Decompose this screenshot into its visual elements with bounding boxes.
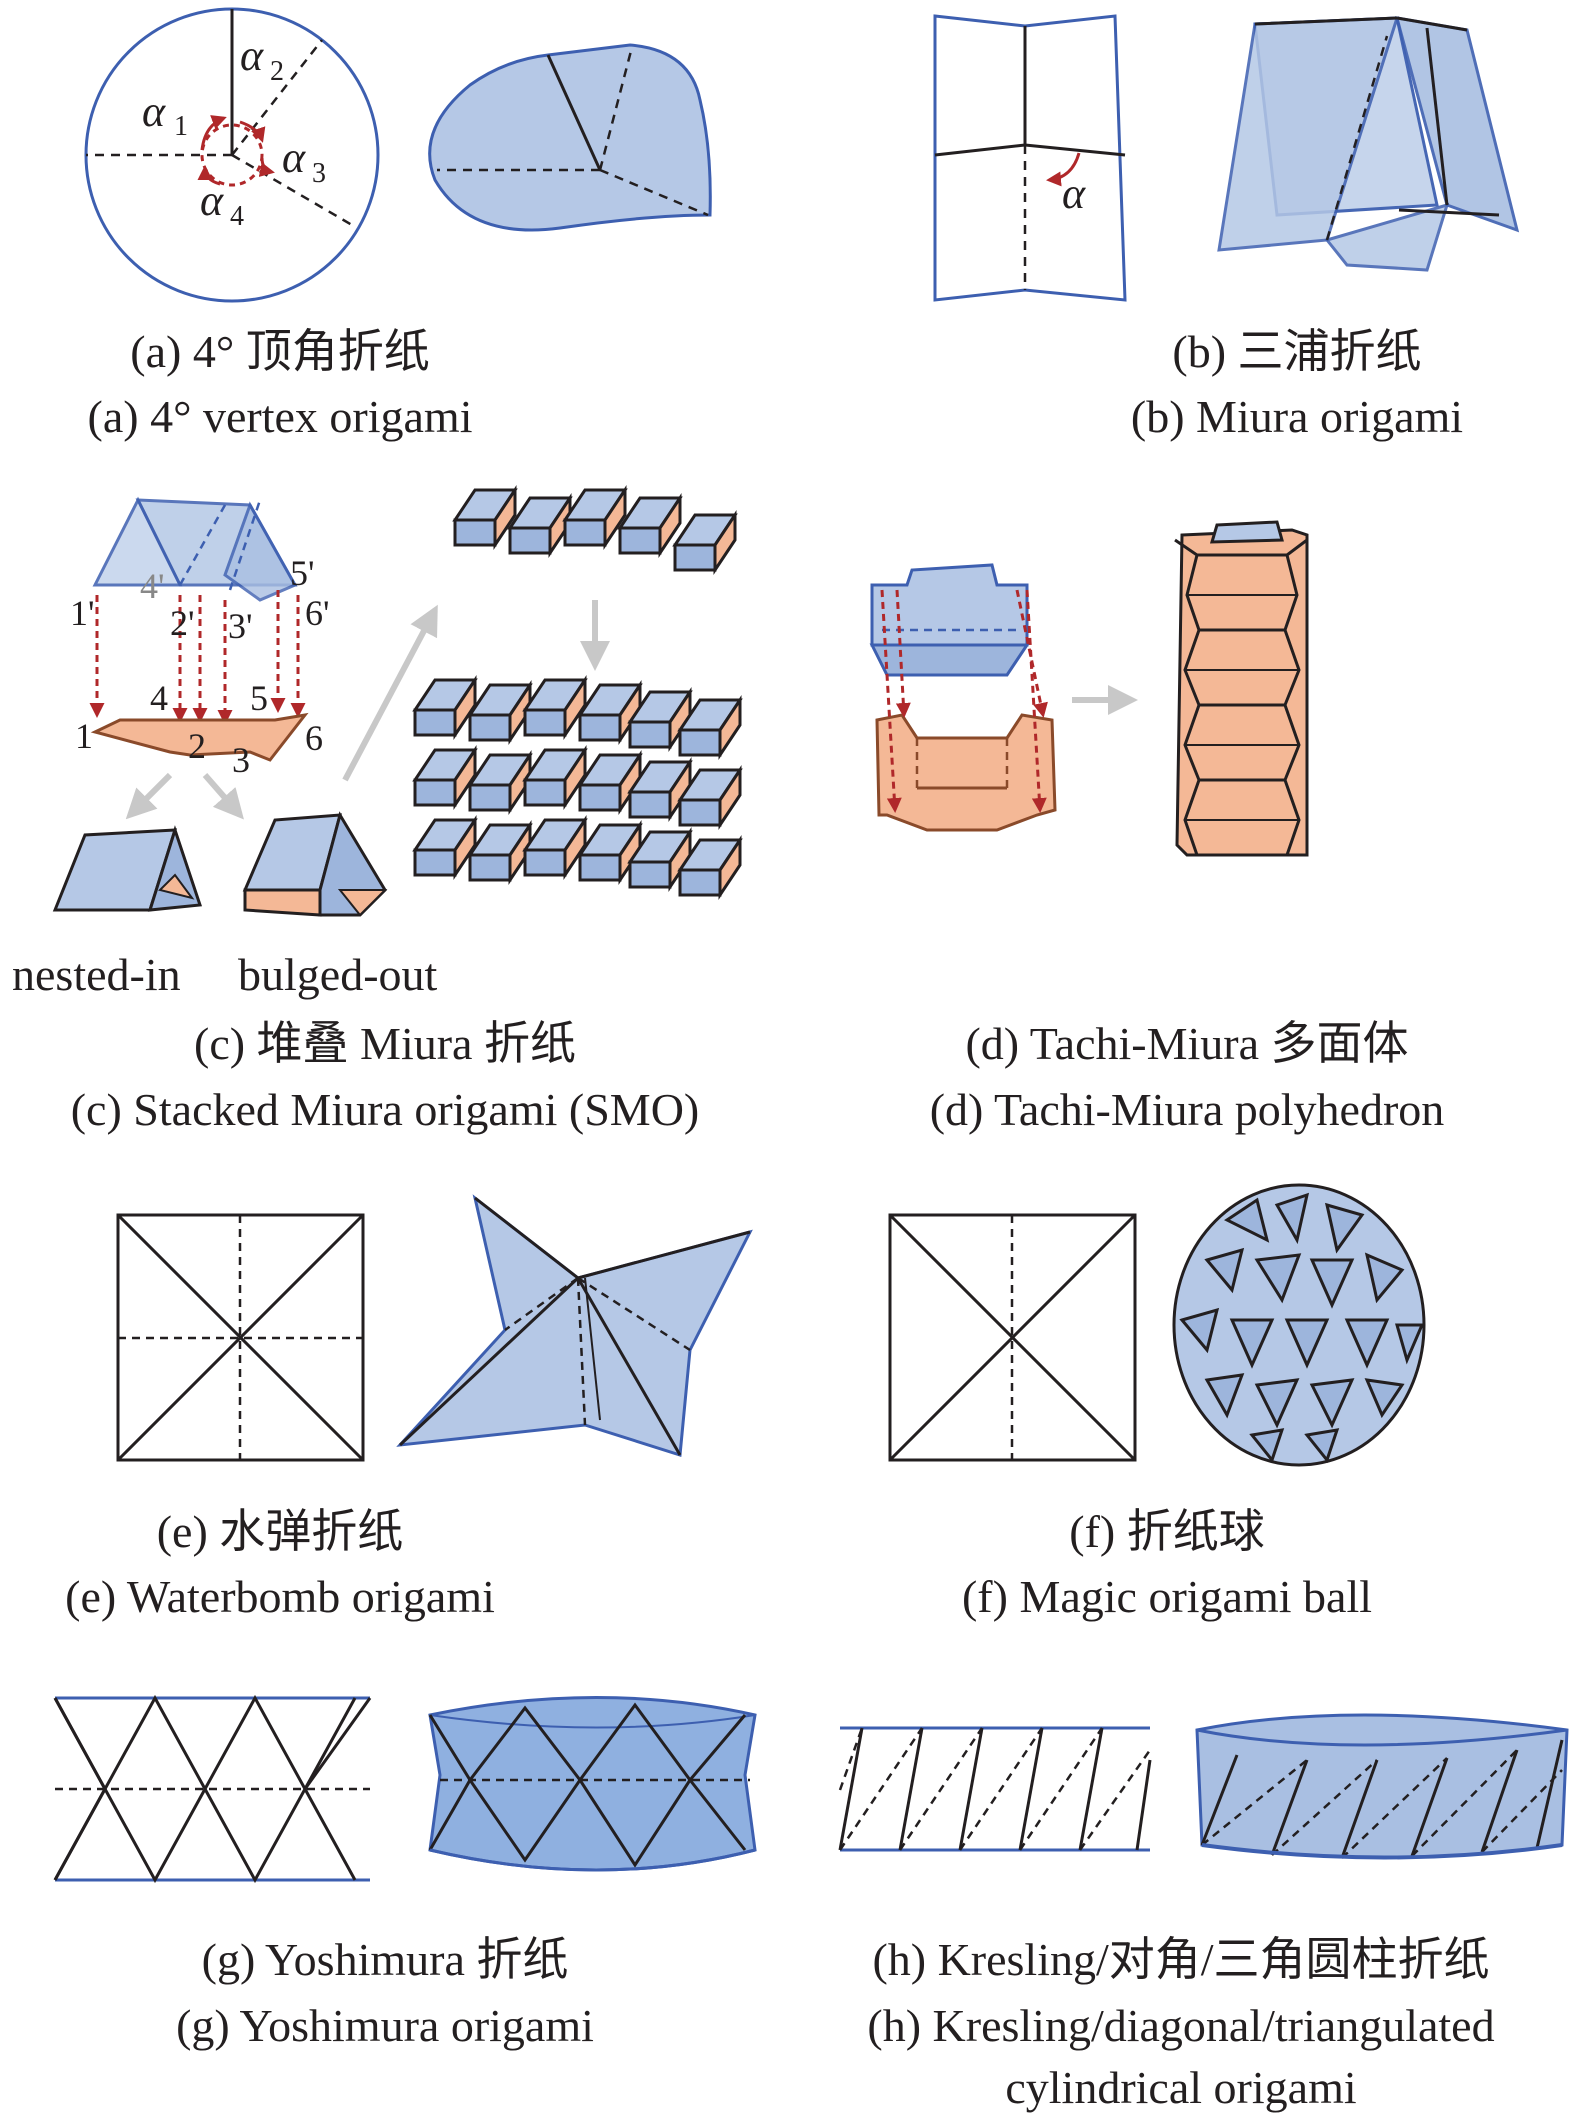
label-2: 2 <box>188 726 206 766</box>
caption-a-cn: (a) 4° 顶角折纸 <box>130 326 430 377</box>
label-5: 5 <box>250 678 268 718</box>
caption-d-cn: (d) Tachi-Miura 多面体 <box>965 1018 1409 1069</box>
label-6p: 6' <box>305 593 330 633</box>
alpha-2-subscript: 2 <box>270 56 284 87</box>
panel-d: (d) Tachi-Miura 多面体 (d) Tachi-Miura poly… <box>787 470 1575 1150</box>
panel-d-figure <box>869 520 1309 857</box>
label-2p: 2' <box>170 603 195 643</box>
label-1p: 1' <box>70 593 95 633</box>
caption-c-en: (c) Stacked Miura origami (SMO) <box>70 1084 700 1135</box>
alpha-1-subscript: 1 <box>174 111 188 142</box>
caption-h-cn: (h) Kresling/对角/三角圆柱折纸 <box>872 1934 1490 1985</box>
caption-c-cn: (c) 堆叠 Miura 折纸 <box>194 1018 576 1069</box>
panel-a: α 1 α 2 α 3 α 4 (a) 4° 顶角折纸 (a) 4° verte… <box>0 0 787 460</box>
panel-e-figure <box>116 1194 753 1462</box>
caption-g-en: (g) Yoshimura origami <box>176 2000 594 2051</box>
alpha-3-subscript: 3 <box>312 158 326 189</box>
panel-c: 1' 4' 2' 3' 5' 6' 1 4 2 3 5 6 <box>0 470 787 1150</box>
alpha-4-subscript: 4 <box>230 201 244 232</box>
panel-a-figure: α 1 α 2 α 3 α 4 <box>84 7 712 303</box>
caption-e-en: (e) Waterbomb origami <box>65 1571 495 1622</box>
panel-b: α (b) 三浦折纸 (b) Miura origami <box>787 0 1575 460</box>
panel-h-figure <box>838 1713 1569 1860</box>
caption-f-cn: (f) 折纸球 <box>1069 1506 1265 1557</box>
caption-g-cn: (g) Yoshimura 折纸 <box>201 1934 569 1985</box>
label-6: 6 <box>305 718 323 758</box>
label-4p: 4' <box>140 566 165 606</box>
panel-h: (h) Kresling/对角/三角圆柱折纸 (h) Kresling/diag… <box>787 1660 1575 2128</box>
alpha-4-label: α <box>200 176 224 225</box>
folded-vertex-shape <box>428 43 712 232</box>
alpha-2-label: α <box>240 31 264 80</box>
panel-f: (f) 折纸球 (f) Magic origami ball <box>787 1160 1575 1640</box>
label-1: 1 <box>75 716 93 756</box>
label-4: 4 <box>150 678 168 718</box>
panel-g: (g) Yoshimura 折纸 (g) Yoshimura origami <box>0 1660 787 2128</box>
bulged-out-label: bulged-out <box>238 949 438 1000</box>
caption-e-cn: (e) 水弹折纸 <box>156 1506 404 1557</box>
panel-c-figure: 1' 4' 2' 3' 5' 6' 1 4 2 3 5 6 <box>52 488 742 917</box>
panel-f-figure <box>888 1183 1426 1467</box>
label-5p: 5' <box>290 553 315 593</box>
caption-h-en: (h) Kresling/diagonal/triangulated <box>867 2000 1495 2051</box>
caption-h-en-line2: cylindrical origami <box>1005 2062 1357 2113</box>
miura-alpha-label: α <box>1062 169 1086 218</box>
alpha-3-label: α <box>282 133 306 182</box>
caption-d-en: (d) Tachi-Miura polyhedron <box>929 1084 1445 1135</box>
nested-in-label: nested-in <box>12 949 181 1000</box>
caption-a-en: (a) 4° vertex origami <box>87 391 473 442</box>
panel-b-figure: α <box>933 14 1520 302</box>
tachi-miura-polyhedron <box>1174 520 1309 857</box>
caption-b-cn: (b) 三浦折纸 <box>1172 326 1422 377</box>
label-3p: 3' <box>228 606 253 646</box>
panel-e: (e) 水弹折纸 (e) Waterbomb origami <box>0 1160 787 1640</box>
label-3: 3 <box>232 740 250 780</box>
alpha-1-label: α <box>142 87 166 136</box>
panel-g-figure <box>53 1694 757 1884</box>
caption-b-en: (b) Miura origami <box>1130 391 1464 442</box>
caption-f-en: (f) Magic origami ball <box>961 1571 1373 1622</box>
